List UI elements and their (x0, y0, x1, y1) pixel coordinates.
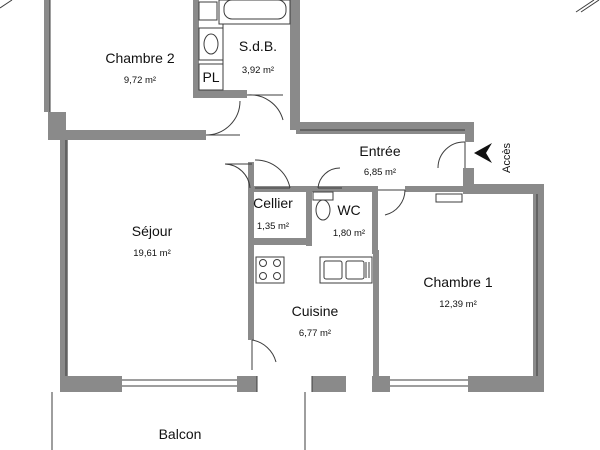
access-arrow-icon (474, 143, 492, 163)
room-sejour-area: 19,61 m² (133, 248, 171, 259)
sejour-right-wall (248, 162, 254, 340)
door-balcony (256, 376, 313, 392)
room-wc-area: 1,80 m² (333, 228, 365, 239)
door-cuisine (251, 339, 277, 370)
entrance-threshold (435, 193, 463, 203)
bottom-wall-segment-1 (237, 376, 257, 392)
door-cellier (254, 159, 291, 189)
left-exterior-wall-upper-window (48, 112, 66, 140)
stair-wall-top (290, 0, 300, 130)
cuisine-right-wall (373, 250, 379, 392)
walls (44, 0, 544, 392)
hob-ring (273, 259, 281, 267)
left-exterior-wall (44, 0, 50, 112)
door-wc (317, 167, 342, 189)
sdb-bottom-wall (193, 90, 247, 98)
chambre2-bottom-wall (66, 130, 206, 140)
bottom-left-wall-corner (60, 376, 122, 392)
top-right-hatch-1 (575, 0, 595, 13)
room-entree-area: 6,85 m² (364, 167, 396, 178)
door-entrance (437, 141, 466, 169)
fixtures (198, 0, 373, 284)
room-cuisine-area: 6,77 m² (299, 328, 331, 339)
room-balcon-name: Balcon (159, 426, 202, 442)
room-chambre-2-name: Chambre 2 (105, 50, 174, 66)
towel-rail (198, 1, 218, 21)
entree-lower-wall (252, 186, 372, 192)
stair-wall-right (465, 124, 474, 142)
room-pl-name: PL (202, 69, 219, 85)
bathroom-sink-basin (203, 33, 219, 55)
room-chambre-1-area: 12,39 m² (439, 299, 477, 310)
hob-ring (259, 272, 267, 280)
room-sdb-name: S.d.B. (239, 38, 277, 54)
room-chambre-2-area: 9,72 m² (124, 75, 156, 86)
hob-ring (259, 259, 267, 267)
right-exterior-wall (533, 186, 544, 392)
kitchen-sink-basin (345, 260, 365, 280)
room-wc-name: WC (337, 202, 360, 218)
toilet-bowl (315, 199, 331, 221)
left-exterior-wall-lower (60, 140, 68, 392)
room-sdb-area: 3,92 m² (242, 65, 274, 76)
door-sdb (246, 94, 284, 121)
stair-wall-horizontal (296, 122, 474, 134)
door-chambre2 (205, 100, 241, 136)
right-top-wall (466, 184, 544, 194)
top-right-hatch-2 (580, 0, 600, 13)
room-cuisine-name: Cuisine (292, 303, 339, 319)
access-label: Accès (501, 143, 513, 173)
chambre1-top-wall (405, 186, 470, 192)
kitchen-sink-basin (323, 260, 343, 280)
room-entree-name: Entrée (359, 143, 400, 159)
room-chambre-1-name: Chambre 1 (423, 274, 492, 290)
room-sejour-name: Séjour (132, 223, 173, 239)
room-labels: Chambre 2 9,72 m² S.d.B. 3,92 m² PL Entr… (105, 38, 513, 442)
pl-closet (198, 63, 224, 91)
entrance-right-wall (463, 168, 474, 194)
room-cellier-area: 1,35 m² (257, 221, 289, 232)
wc-right-wall (372, 186, 378, 254)
sdb-left-wall (193, 0, 199, 98)
room-cellier-name: Cellier (253, 195, 293, 211)
bathtub-inner (223, 0, 287, 20)
door-chambre1 (378, 189, 406, 216)
hob-ring (273, 272, 281, 280)
cellier-bottom-wall (250, 238, 310, 245)
bottom-wall-segment-4 (468, 376, 544, 392)
doors (205, 94, 466, 392)
bottom-wall-segment-2 (312, 376, 346, 392)
door-sejour (224, 163, 252, 189)
toilet-tank (312, 191, 334, 201)
cellier-wc-wall (306, 186, 312, 246)
